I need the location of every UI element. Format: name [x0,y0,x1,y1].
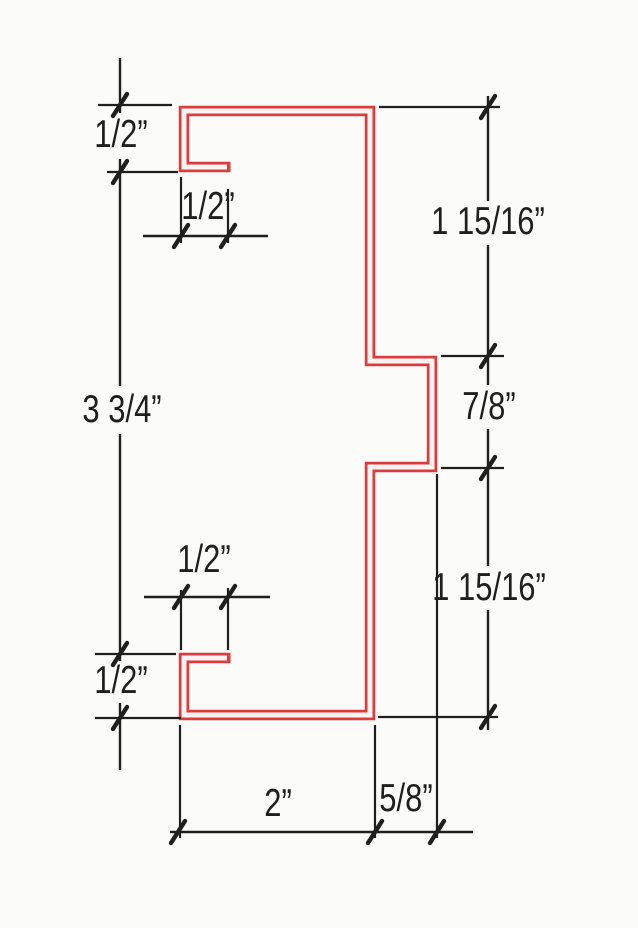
dim-label-bottom-left-lip: 1/2” [94,659,147,702]
gap-bottom-left-lip [90,661,154,703]
profile-outline [178,105,438,721]
slash-left-liptop [110,158,130,186]
gap-top-left-lip [92,113,152,159]
gap-middle-right [455,385,523,429]
dim-label-left-span: 3 3/4” [82,388,161,431]
dim-label-bottom-return: 1/2” [177,538,230,581]
slash-right-bottom [478,703,498,731]
slash-right-steptop [478,342,498,370]
slash-left-lipbottom [110,640,130,668]
dim-label-top-left-lip: 1/2” [94,113,147,156]
profile-outline-gap [181,108,435,718]
slash-topreturn-right [218,222,238,250]
gap-upper-right [429,201,549,245]
slash-bottomreturn-left [171,583,191,611]
dimension-tick-marks [110,91,498,846]
slash-right-stepbottom [478,454,498,482]
slash-topreturn-left [171,222,191,250]
slash-right-top [478,93,498,121]
dim-label-bottom-width: 2” [264,782,292,825]
slash-bottom-right [427,818,447,846]
dim-label-lower-right: 1 15/16” [432,566,546,609]
slash-bottomreturn-right [218,583,238,611]
slash-bottom-left [168,818,188,846]
slash-left-top [110,91,130,119]
dim-label-upper-right: 1 15/16” [431,200,545,243]
gap-lower-right [429,566,549,610]
dim-label-top-return: 1/2” [181,185,234,228]
slash-bottom-middle [365,818,385,846]
dimension-lines [95,58,504,838]
dim-label-middle-right: 7/8” [462,385,515,428]
dimension-labels: 1/2” 1/2” 1 15/16” 3 3/4” 7/8” 1 15/16” … [82,113,545,825]
gap-left-span [70,386,174,434]
dim-label-bottom-offset: 5/8” [379,777,432,820]
label-gaps [70,113,549,703]
slash-left-bottom [110,704,130,732]
